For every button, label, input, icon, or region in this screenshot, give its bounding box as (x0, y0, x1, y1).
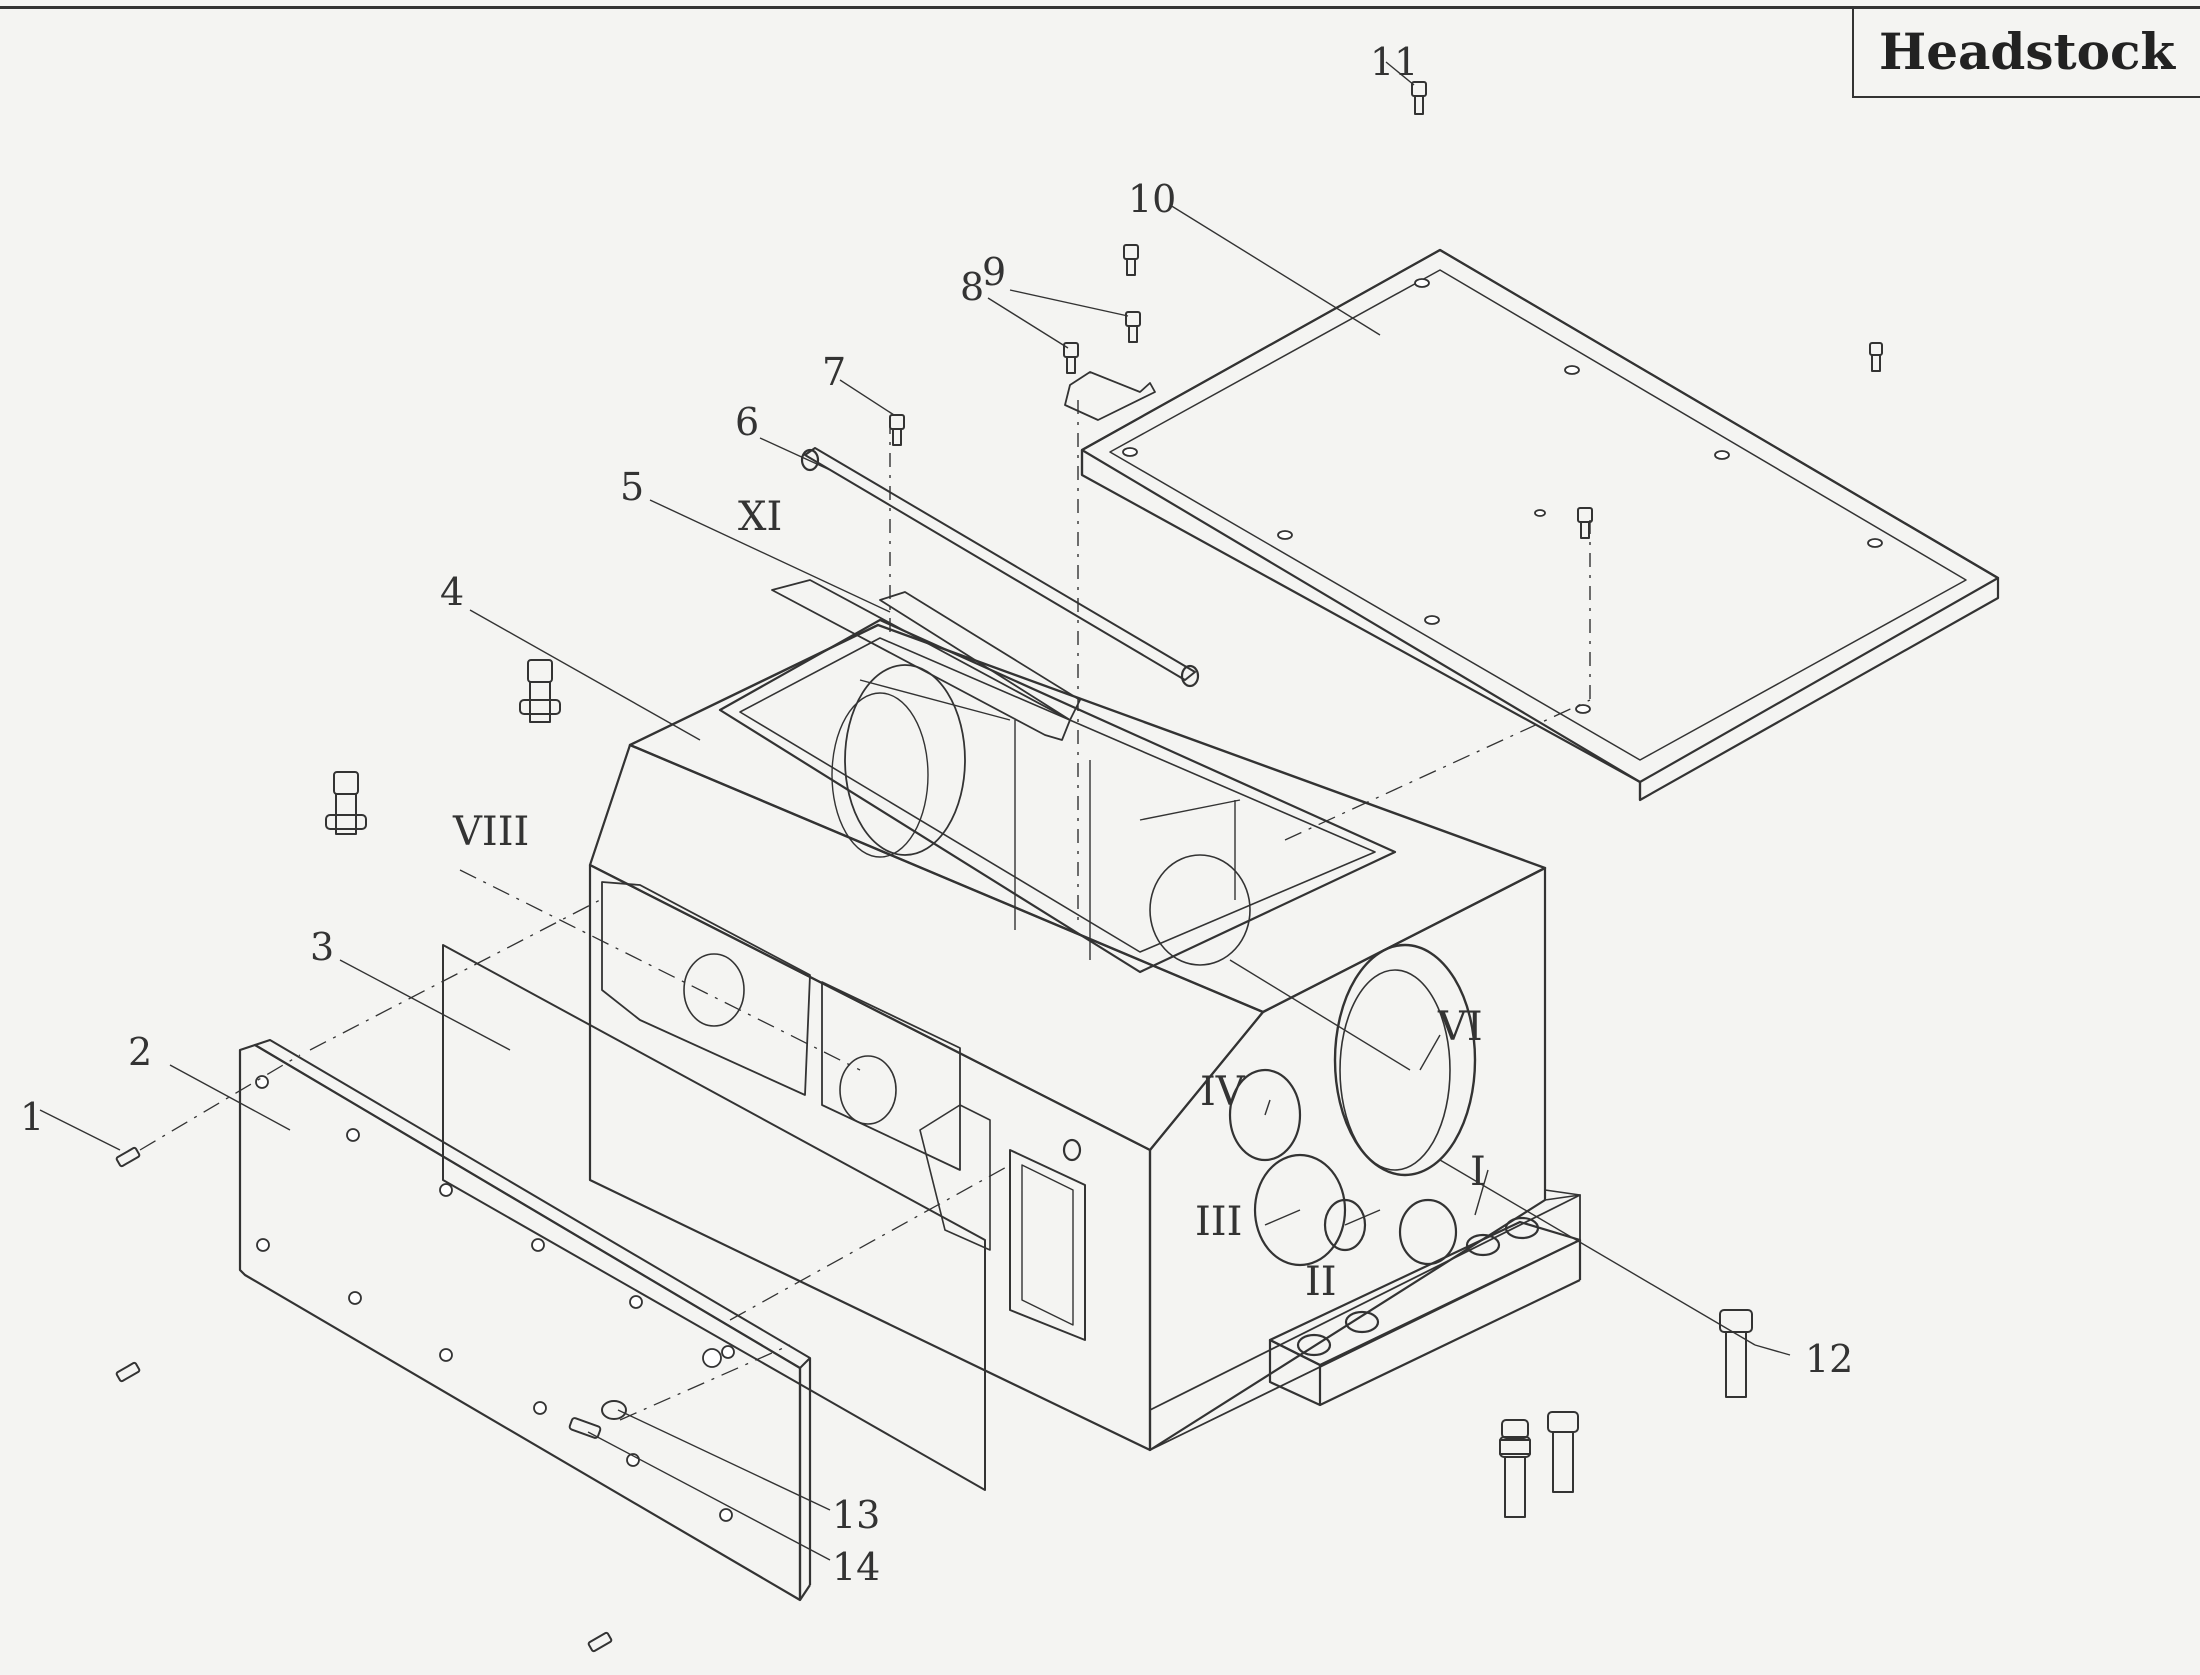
callout-numbers: 1 2 3 4 5 6 7 8 9 10 11 12 13 14 (20, 40, 1853, 1589)
center-lines (139, 699, 1591, 1421)
bolts (115, 81, 1883, 1653)
shaft-label-VIII: VIII (452, 809, 529, 855)
shaft-label-IV: IV (1200, 1069, 1246, 1115)
callout-13: 13 (832, 1493, 880, 1537)
callout-4: 4 (440, 570, 464, 614)
callout-11: 11 (1370, 40, 1418, 84)
header-rule (0, 6, 2200, 9)
leader-lines (39, 61, 1791, 1561)
page-title: Headstock (1852, 6, 2200, 98)
gasket-plate (442, 944, 986, 1491)
callout-1: 1 (20, 1095, 44, 1139)
headstock-housing (588, 618, 1582, 1452)
shaft-labels: I II III IV VI VIII XI (452, 494, 1486, 1305)
callout-12: 12 (1805, 1337, 1853, 1381)
callout-2: 2 (128, 1030, 152, 1074)
callout-6: 6 (735, 400, 759, 444)
oil-tube-assembly (771, 371, 1591, 920)
callout-3: 3 (310, 925, 334, 969)
shaft-label-VI: VI (1437, 1004, 1483, 1050)
callout-14: 14 (832, 1545, 880, 1589)
callout-9: 9 (982, 250, 1006, 294)
top-cover (1080, 248, 2000, 802)
callout-10: 10 (1128, 177, 1176, 221)
shaft-label-XI: XI (738, 494, 782, 540)
callout-7: 7 (822, 350, 846, 394)
shaft-label-II: II (1305, 1259, 1337, 1305)
shaft-label-III: III (1195, 1199, 1242, 1245)
shaft-label-I: I (1470, 1149, 1486, 1195)
callout-5: 5 (620, 465, 644, 509)
front-cover (238, 1039, 812, 1602)
callout-8: 8 (960, 265, 984, 309)
